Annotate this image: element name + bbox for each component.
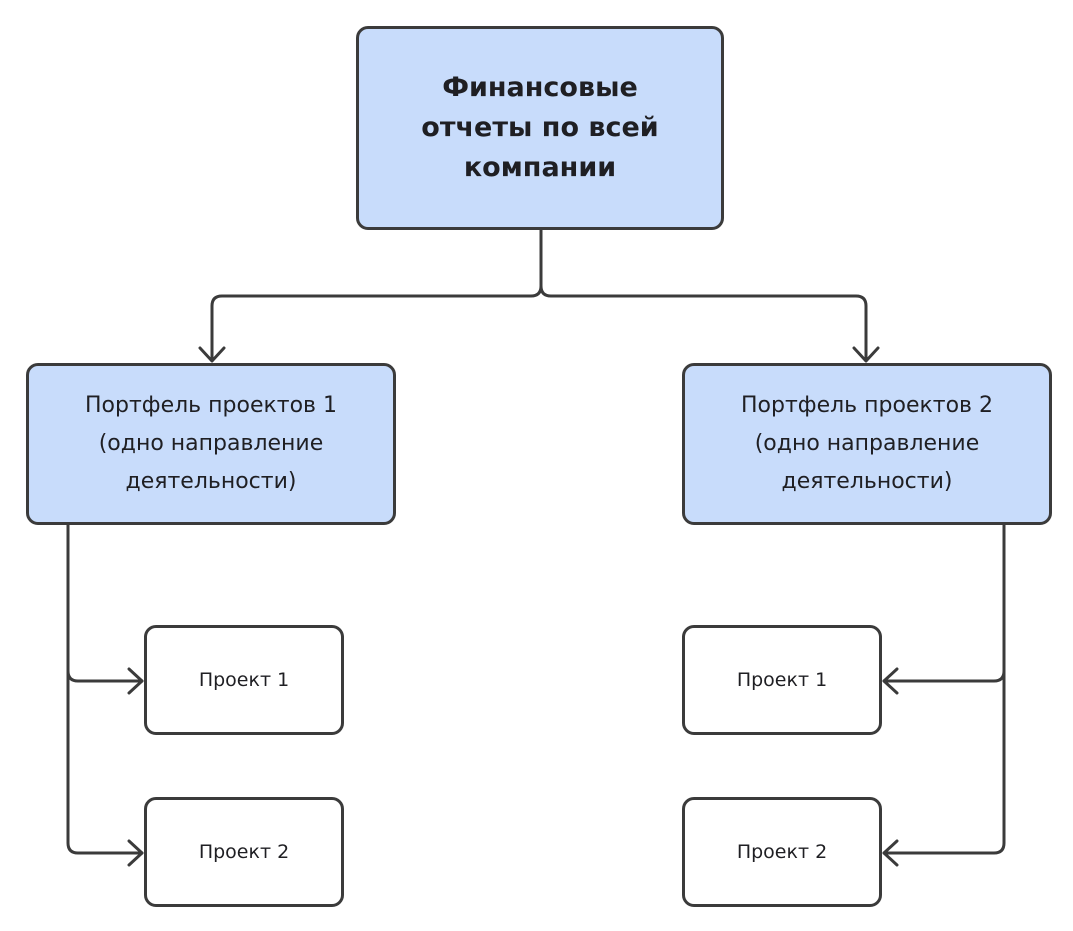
portfolio-node-1: Портфель проектов 1 (одно направление де… bbox=[26, 363, 396, 525]
connector-root-to-portfolio-1 bbox=[210, 228, 543, 362]
connector-portfolio-2-to-project-2 bbox=[882, 523, 1006, 855]
arrowhead-project-2-1 bbox=[882, 667, 899, 695]
portfolio-node-2: Портфель проектов 2 (одно направление де… bbox=[682, 363, 1052, 525]
arrowhead-project-1-1 bbox=[127, 667, 144, 695]
connector-portfolio-2-to-project-1 bbox=[882, 523, 1006, 683]
arrowhead-project-1-2 bbox=[127, 839, 144, 867]
connector-portfolio-1-to-project-2 bbox=[66, 523, 144, 855]
project-node-portfolio-1-project-1: Проект 1 bbox=[144, 625, 344, 735]
arrowhead-portfolio-1 bbox=[198, 346, 226, 363]
root-node-financial-reports: Финансовые отчеты по всей компании bbox=[356, 26, 724, 230]
project-node-portfolio-1-project-2: Проект 2 bbox=[144, 797, 344, 907]
project-node-portfolio-2-project-1: Проект 1 bbox=[682, 625, 882, 735]
project-node-portfolio-2-project-2: Проект 2 bbox=[682, 797, 882, 907]
connector-portfolio-1-to-project-1 bbox=[66, 523, 144, 683]
arrowhead-portfolio-2 bbox=[852, 346, 880, 363]
connector-root-to-portfolio-2 bbox=[539, 228, 868, 362]
arrowhead-project-2-2 bbox=[882, 839, 899, 867]
